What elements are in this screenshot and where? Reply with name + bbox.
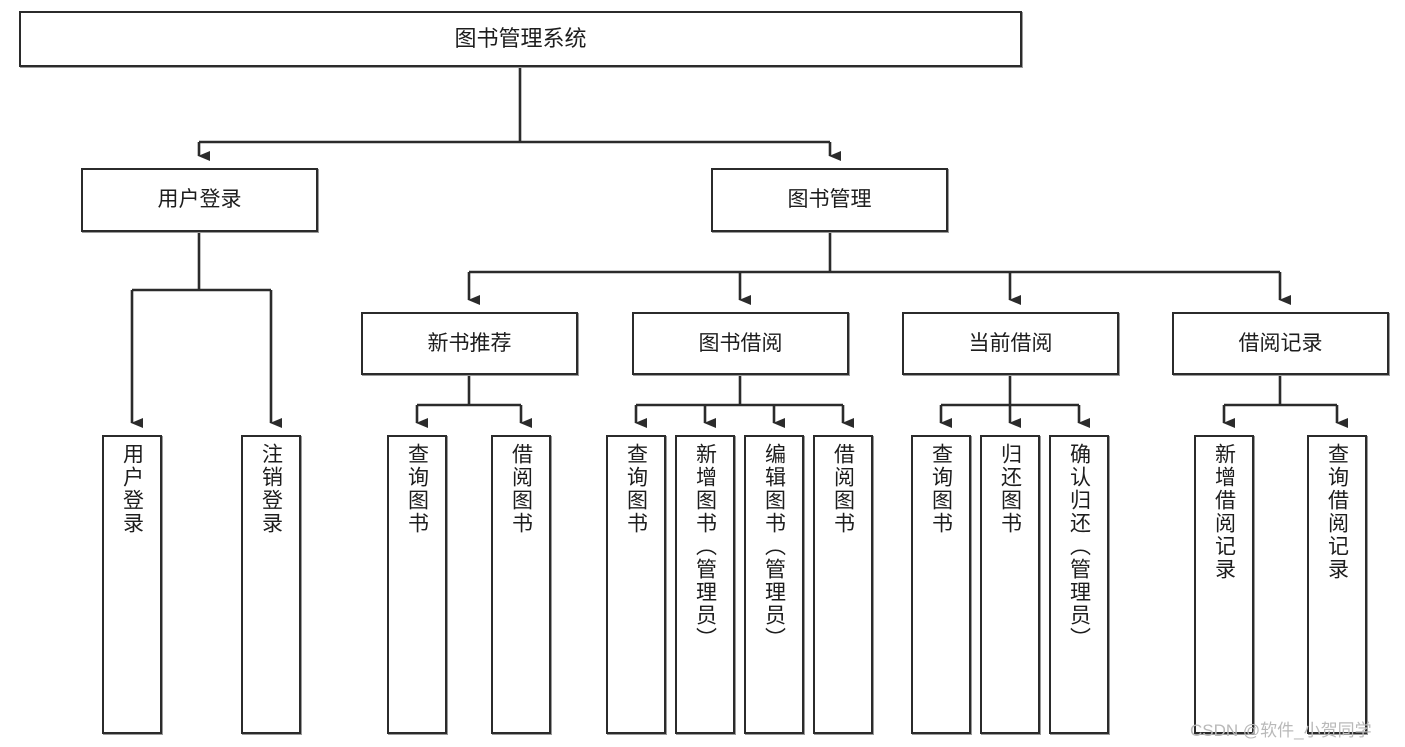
node-leaf-user-login-label: 用户登录 (120, 443, 144, 535)
node-leaf-add-record[interactable]: 新增借阅记录 (1194, 435, 1254, 734)
node-user-login[interactable]: 用户登录 (81, 168, 318, 232)
node-leaf-add-book[interactable]: 新增图书（管理员） (675, 435, 735, 734)
node-leaf-return-book-label: 归还图书 (998, 443, 1022, 535)
node-leaf-query-book-2-label: 查询图书 (624, 443, 648, 535)
node-leaf-confirm-return-label: 确认归还（管理员） (1067, 443, 1091, 650)
node-leaf-query-record[interactable]: 查询借阅记录 (1307, 435, 1367, 734)
node-leaf-query-book-2[interactable]: 查询图书 (606, 435, 666, 734)
node-leaf-query-record-label: 查询借阅记录 (1325, 443, 1349, 581)
node-leaf-borrow-book-2[interactable]: 借阅图书 (813, 435, 873, 734)
node-new-book-recommend-label: 新书推荐 (427, 331, 512, 355)
node-leaf-user-login[interactable]: 用户登录 (102, 435, 162, 734)
node-leaf-logout[interactable]: 注销登录 (241, 435, 301, 734)
node-book-borrow[interactable]: 图书借阅 (632, 312, 849, 375)
node-user-login-label: 用户登录 (157, 188, 242, 212)
node-leaf-query-book-1[interactable]: 查询图书 (387, 435, 447, 734)
node-leaf-edit-book-label: 编辑图书（管理员） (762, 443, 786, 650)
node-current-borrow-label: 当前借阅 (968, 331, 1053, 355)
node-leaf-logout-label: 注销登录 (259, 443, 283, 535)
node-borrow-record-label: 借阅记录 (1238, 331, 1323, 355)
node-current-borrow[interactable]: 当前借阅 (902, 312, 1119, 375)
node-new-book-recommend[interactable]: 新书推荐 (361, 312, 578, 375)
node-book-borrow-label: 图书借阅 (698, 331, 783, 355)
node-leaf-confirm-return[interactable]: 确认归还（管理员） (1049, 435, 1109, 734)
node-leaf-borrow-book-2-label: 借阅图书 (831, 443, 855, 535)
node-leaf-return-book[interactable]: 归还图书 (980, 435, 1040, 734)
node-book-management-label: 图书管理 (787, 188, 872, 212)
node-leaf-add-record-label: 新增借阅记录 (1212, 443, 1236, 581)
node-leaf-borrow-book-1-label: 借阅图书 (509, 443, 533, 535)
node-root[interactable]: 图书管理系统 (19, 11, 1022, 67)
node-leaf-query-book-3[interactable]: 查询图书 (911, 435, 971, 734)
node-leaf-query-book-1-label: 查询图书 (405, 443, 429, 535)
node-root-label: 图书管理系统 (454, 25, 587, 51)
node-borrow-record[interactable]: 借阅记录 (1172, 312, 1389, 375)
node-leaf-edit-book[interactable]: 编辑图书（管理员） (744, 435, 804, 734)
node-book-management[interactable]: 图书管理 (711, 168, 948, 232)
node-leaf-borrow-book-1[interactable]: 借阅图书 (491, 435, 551, 734)
node-leaf-add-book-label: 新增图书（管理员） (693, 443, 717, 650)
node-leaf-query-book-3-label: 查询图书 (929, 443, 953, 535)
watermark: CSDN @软件_小贺同学 (1190, 721, 1372, 740)
